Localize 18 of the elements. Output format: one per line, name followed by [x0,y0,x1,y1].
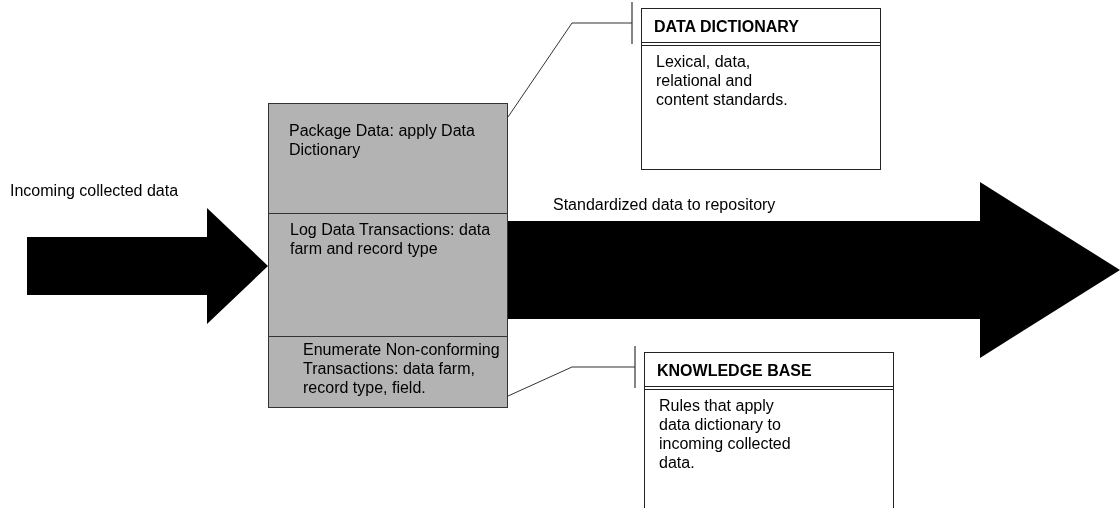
info-card [641,8,881,170]
card-text: Lexical, data, relational and content standards. [655,52,789,109]
process-section [268,213,508,337]
process-section [268,103,508,214]
info-card [644,352,894,508]
section-text: Enumerate Non-conforming Transactions: data farm, record type, field. [302,340,501,397]
section-text: Log Data Transactions: data farm and record type [289,220,492,258]
edge-label: Standardized data to repository [553,195,776,214]
leader-line [507,1,633,118]
section-text: Package Data: apply Data Dictionary [288,121,476,159]
card-text: Rules that apply data dictionary to incoming collected data. [658,396,792,472]
edge-label: Incoming collected data [10,181,179,200]
block-arrow [27,208,268,324]
leader-line [507,345,636,397]
card-heading: DATA DICTIONARY [642,9,880,46]
block-arrow [508,182,1120,358]
process-section [268,336,508,408]
card-heading: KNOWLEDGE BASE [645,353,893,390]
